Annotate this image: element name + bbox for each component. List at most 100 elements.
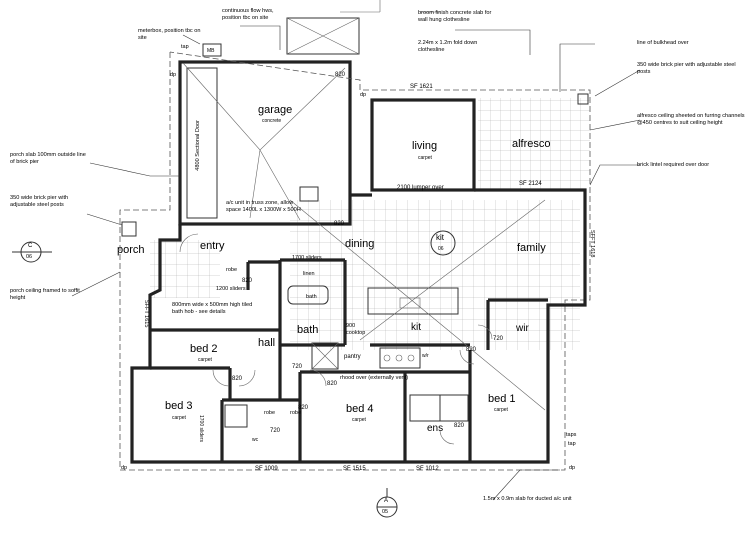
room-wir-label: wir bbox=[516, 323, 529, 334]
dim-720-3: 720 bbox=[270, 428, 281, 434]
dim-900-cooktop: 900 cooktop bbox=[346, 323, 366, 336]
note-fold-down: 2.24m x 1.2m fold down clothesline bbox=[418, 40, 478, 53]
garage-ac-box bbox=[299, 186, 319, 202]
room-kit-label: kit bbox=[436, 233, 444, 242]
room-bed4-floor: carpet bbox=[352, 417, 366, 423]
bed3-wc bbox=[224, 404, 248, 428]
door-swings bbox=[179, 233, 493, 445]
room-bed2-label: bed 2 bbox=[190, 343, 218, 355]
room-robe-label-1: robe bbox=[226, 267, 238, 273]
note-rhood: rhood over (externally vent) bbox=[340, 375, 409, 381]
room-kit-label-2: kit bbox=[411, 322, 421, 333]
room-porch-label: porch bbox=[117, 244, 145, 256]
dim-1700-sliders-2: 1700 sliders bbox=[198, 415, 204, 442]
porch-pier bbox=[121, 221, 137, 237]
note-bath-tiles: 800mm wide x 500mm high tiled bath hob -… bbox=[172, 302, 253, 315]
sectional-door bbox=[186, 67, 218, 219]
dim-820-2: 820 bbox=[335, 72, 346, 78]
dim-1700-sliders-1: 1700 sliders bbox=[292, 255, 322, 261]
room-bed2-floor: carpet bbox=[198, 357, 212, 363]
room-dining-label: dining bbox=[345, 238, 375, 250]
entry-tiles bbox=[150, 240, 220, 298]
room-bed1-floor: carpet bbox=[494, 407, 508, 413]
room-bed1-label: bed 1 bbox=[488, 393, 516, 405]
note-flow-wire: continuous flow hws, position tbc on sit… bbox=[222, 8, 274, 21]
alfresco-tiles bbox=[478, 98, 590, 190]
dim-820-7: 820 bbox=[327, 381, 338, 387]
room-living-label: living bbox=[412, 140, 438, 152]
bathroom-shower bbox=[311, 342, 339, 370]
annotation-leaders bbox=[71, 25, 641, 501]
meter-box bbox=[202, 43, 222, 57]
dim-2100-lumper: 2100 lumper over bbox=[397, 185, 444, 191]
room-bed4-label: bed 4 bbox=[346, 403, 374, 415]
garage-walls bbox=[178, 60, 352, 226]
roof-outline bbox=[119, 51, 591, 471]
room-hall-label: hall bbox=[258, 337, 276, 349]
garage-roof-lines bbox=[182, 62, 346, 221]
dim-sf2124: SF 2124 bbox=[519, 181, 542, 187]
room-garage-floor: concrete bbox=[262, 118, 282, 124]
ceiling-lines bbox=[289, 199, 546, 411]
dim-820-8: 820 bbox=[454, 423, 465, 429]
room-linen-label: linen bbox=[303, 271, 315, 277]
ensuite-vanity bbox=[409, 394, 441, 422]
internal-walls bbox=[150, 258, 548, 462]
label-tap-2: tap bbox=[568, 441, 576, 447]
living-walls bbox=[370, 98, 476, 192]
dim-720-2: 720 bbox=[493, 336, 504, 342]
note-ac-unit: a/c unit in truss zone, allow space 1400… bbox=[226, 200, 301, 213]
note-brick-pier-1: 350 wide brick pier with adjustable stee… bbox=[637, 62, 736, 75]
room-alfresco-label: alfresco bbox=[512, 138, 551, 150]
room-wc-label: wc bbox=[252, 437, 259, 443]
label-dp-3: dp bbox=[569, 465, 576, 471]
label-taps: taps bbox=[566, 432, 577, 438]
room-bath-label: bath bbox=[297, 324, 319, 336]
room-pantry-label: pantry bbox=[344, 354, 361, 360]
label-mb: MB bbox=[207, 48, 215, 54]
room-kit-sub: 06 bbox=[438, 246, 444, 252]
room-entry-label: entry bbox=[200, 240, 225, 252]
note-slab-ac: 1.5m x 0.9m slab for ducted a/c unit bbox=[483, 496, 572, 502]
note-porch-ceiling: porch ceiling framed to soffit height bbox=[10, 288, 80, 301]
alfresco-pier bbox=[577, 93, 589, 105]
dim-sfft1615: SFFT 1615 bbox=[143, 300, 149, 328]
room-bed3-label: bed 3 bbox=[165, 400, 193, 412]
note-meterbox: meterbox, position tbc on site bbox=[138, 28, 201, 41]
label-dp-2: dp bbox=[121, 465, 128, 471]
label-bath-sub: bath bbox=[306, 294, 317, 300]
note-brick-pier-2: 350 wide brick pier with adjustable stee… bbox=[10, 195, 69, 208]
room-robe-label-3: robe bbox=[290, 410, 302, 416]
dim-820-6: 820 bbox=[298, 405, 309, 411]
ensuite-shower bbox=[439, 394, 469, 422]
section-a-label: A bbox=[384, 498, 389, 504]
sink bbox=[399, 297, 421, 309]
dim-820-5: 820 bbox=[232, 376, 243, 382]
dim-820-3: 820 bbox=[242, 278, 253, 284]
dim-sf1621: SF 1621 bbox=[410, 84, 433, 90]
cooktop bbox=[379, 347, 421, 369]
room-robe-label-2: robe bbox=[264, 410, 276, 416]
house-outline bbox=[130, 188, 587, 464]
dim-sf1515: SF 1515 bbox=[343, 466, 366, 472]
bath-tub bbox=[287, 285, 329, 305]
room-bed3-floor: carpet bbox=[172, 415, 186, 421]
dim-sf1012: SF 1012 bbox=[416, 466, 439, 472]
label-dp-1: dp bbox=[170, 72, 177, 78]
fold-down-clothesline bbox=[286, 17, 360, 55]
label-tap-1: tap bbox=[181, 44, 189, 50]
dim-sfft1618: SFFT 1618 bbox=[589, 230, 595, 258]
dim-820-1: 820 bbox=[334, 221, 345, 227]
label-dp-4: dp bbox=[360, 92, 367, 98]
note-sectional-door: 4800 Sectional Door bbox=[195, 120, 201, 171]
dim-1200-sliders: 1200 sliders bbox=[216, 286, 246, 292]
kit-marker bbox=[430, 230, 456, 256]
section-c-sheet: 06 bbox=[26, 254, 33, 260]
note-bulkhead: line of bulkhead over bbox=[637, 40, 689, 46]
note-alfresco-ceiling: alfresco ceiling sheeted on furring chan… bbox=[637, 113, 745, 126]
section-a-sheet: 05 bbox=[382, 509, 389, 515]
room-living-floor: carpet bbox=[418, 155, 432, 161]
room-garage-label: garage bbox=[258, 104, 293, 116]
